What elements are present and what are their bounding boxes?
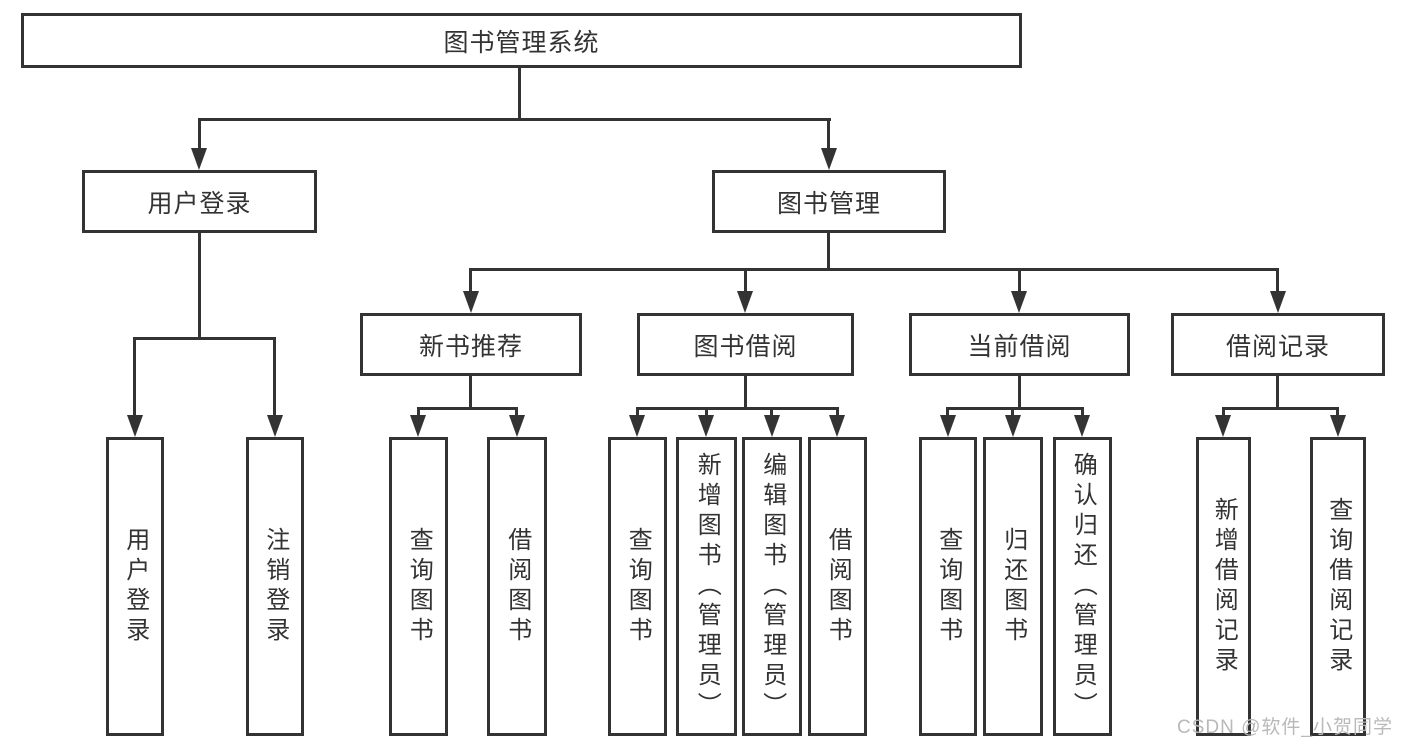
- node-current-borrowing-label: 当前借阅: [967, 332, 1072, 361]
- connector-book-borrowing-stem: [744, 376, 747, 407]
- node-leaf-newbooks-query-books: 查询图书: [389, 437, 448, 736]
- arrowhead-down: [1074, 415, 1090, 437]
- connector-drop-book-management: [827, 118, 830, 150]
- connector-drop-new-book-recommend: [469, 268, 472, 293]
- node-leaf-query-borrow-record: 查询借阅记录: [1310, 437, 1366, 736]
- arrowhead-down: [509, 415, 525, 437]
- connector-drop-book-borrowing: [744, 268, 747, 293]
- node-borrowing-records: 借阅记录: [1171, 313, 1385, 376]
- connector-drop-leaf: [273, 337, 276, 417]
- node-library-system: 图书管理系统: [21, 13, 1022, 68]
- node-book-borrowing-label: 图书借阅: [693, 332, 798, 361]
- connector-current-borrowing-stem: [1018, 376, 1021, 407]
- node-leaf-borrowing-query-books: 查询图书: [608, 437, 667, 736]
- connector-user-login-stem: [198, 233, 201, 337]
- arrowhead-down: [940, 415, 956, 437]
- arrowhead-down: [410, 415, 426, 437]
- connector-book-management-stem: [827, 233, 830, 268]
- arrowhead-down: [1005, 415, 1021, 437]
- connector-drop-borrowing-records: [1276, 268, 1279, 293]
- connector-drop-leaf: [705, 407, 708, 419]
- node-leaf-confirm-return-admin-label: 确认归还（管理员）: [1069, 451, 1097, 722]
- node-new-book-recommend: 新书推荐: [360, 313, 582, 376]
- node-leaf-borrowing-borrow-books-label: 借阅图书: [824, 526, 852, 647]
- node-borrowing-records-label: 借阅记录: [1225, 332, 1330, 361]
- connector-drop-leaf: [1011, 407, 1014, 419]
- node-leaf-current-query-books: 查询图书: [919, 437, 977, 736]
- arrowhead-down: [629, 415, 645, 437]
- arrowhead-down: [1215, 415, 1231, 437]
- connector-root-stem: [518, 68, 521, 118]
- node-user-login-label: 用户登录: [147, 189, 252, 218]
- node-leaf-logout-label: 注销登录: [261, 526, 289, 647]
- connector-drop-leaf: [1336, 407, 1339, 419]
- arrowhead-down: [127, 415, 143, 437]
- connector-drop-leaf: [946, 407, 949, 419]
- connector-drop-leaf: [770, 407, 773, 419]
- connector-book-borrowing-split: [636, 407, 839, 410]
- node-leaf-add-book-admin-label: 新增图书（管理员）: [693, 451, 721, 722]
- connector-drop-leaf: [636, 407, 639, 419]
- connector-drop-leaf: [515, 407, 518, 419]
- connector-drop-current-borrowing: [1018, 268, 1021, 293]
- connector-new-book-recommend-split: [417, 407, 518, 410]
- node-current-borrowing: 当前借阅: [909, 313, 1130, 376]
- connector-drop-leaf: [836, 407, 839, 419]
- node-leaf-return-books-label: 归还图书: [999, 526, 1027, 647]
- arrowhead-down: [267, 415, 283, 437]
- node-leaf-add-borrow-record-label: 新增借阅记录: [1210, 496, 1238, 677]
- connector-borrowing-records-stem: [1276, 376, 1279, 407]
- node-new-book-recommend-label: 新书推荐: [418, 332, 523, 361]
- arrowhead-down: [1330, 415, 1346, 437]
- connector-current-borrowing-split: [946, 407, 1083, 410]
- node-leaf-borrowing-query-books-label: 查询图书: [624, 526, 652, 647]
- node-book-borrowing: 图书借阅: [637, 313, 854, 376]
- node-library-system-label: 图书管理系统: [443, 28, 600, 57]
- arrowhead-down: [829, 415, 845, 437]
- node-leaf-return-books: 归还图书: [983, 437, 1043, 736]
- connector-new-book-recommend-stem: [469, 376, 472, 407]
- node-leaf-add-book-admin: 新增图书（管理员）: [676, 437, 737, 736]
- arrowhead-down: [191, 148, 207, 170]
- node-leaf-add-borrow-record: 新增借阅记录: [1196, 437, 1251, 736]
- node-leaf-user-login-label: 用户登录: [121, 526, 149, 647]
- arrowhead-down: [764, 415, 780, 437]
- arrowhead-down: [463, 291, 479, 313]
- node-leaf-query-borrow-record-label: 查询借阅记录: [1324, 496, 1352, 677]
- arrowhead-down: [698, 415, 714, 437]
- node-leaf-newbooks-borrow-books-label: 借阅图书: [503, 526, 531, 647]
- node-leaf-borrowing-borrow-books: 借阅图书: [808, 437, 867, 736]
- connector-drop-user-login: [198, 118, 201, 150]
- node-leaf-newbooks-query-books-label: 查询图书: [405, 526, 433, 647]
- connector-borrowing-records-split: [1222, 407, 1339, 410]
- arrowhead-down: [821, 148, 837, 170]
- node-leaf-logout: 注销登录: [246, 437, 304, 736]
- node-leaf-confirm-return-admin: 确认归还（管理员）: [1053, 437, 1112, 736]
- connector-drop-leaf: [417, 407, 420, 419]
- node-book-management-label: 图书管理: [776, 189, 881, 218]
- connector-user-login-split: [133, 337, 276, 340]
- node-user-login: 用户登录: [82, 170, 317, 233]
- arrowhead-down: [1011, 291, 1027, 313]
- node-leaf-user-login: 用户登录: [106, 437, 164, 736]
- connector-drop-leaf: [1222, 407, 1225, 419]
- arrowhead-down: [1270, 291, 1286, 313]
- connector-drop-leaf: [1081, 407, 1084, 419]
- node-leaf-edit-book-admin-label: 编辑图书（管理员）: [758, 451, 786, 722]
- connector-book-management-split: [469, 268, 1279, 271]
- connector-root-split: [198, 118, 831, 121]
- node-leaf-current-query-books-label: 查询图书: [934, 526, 962, 647]
- connector-drop-leaf: [133, 337, 136, 417]
- node-book-management: 图书管理: [712, 170, 946, 233]
- arrowhead-down: [737, 291, 753, 313]
- csdn-watermark: CSDN @软件_小贺同学: [1177, 717, 1393, 738]
- node-leaf-newbooks-borrow-books: 借阅图书: [487, 437, 547, 736]
- node-leaf-edit-book-admin: 编辑图书（管理员）: [742, 437, 802, 736]
